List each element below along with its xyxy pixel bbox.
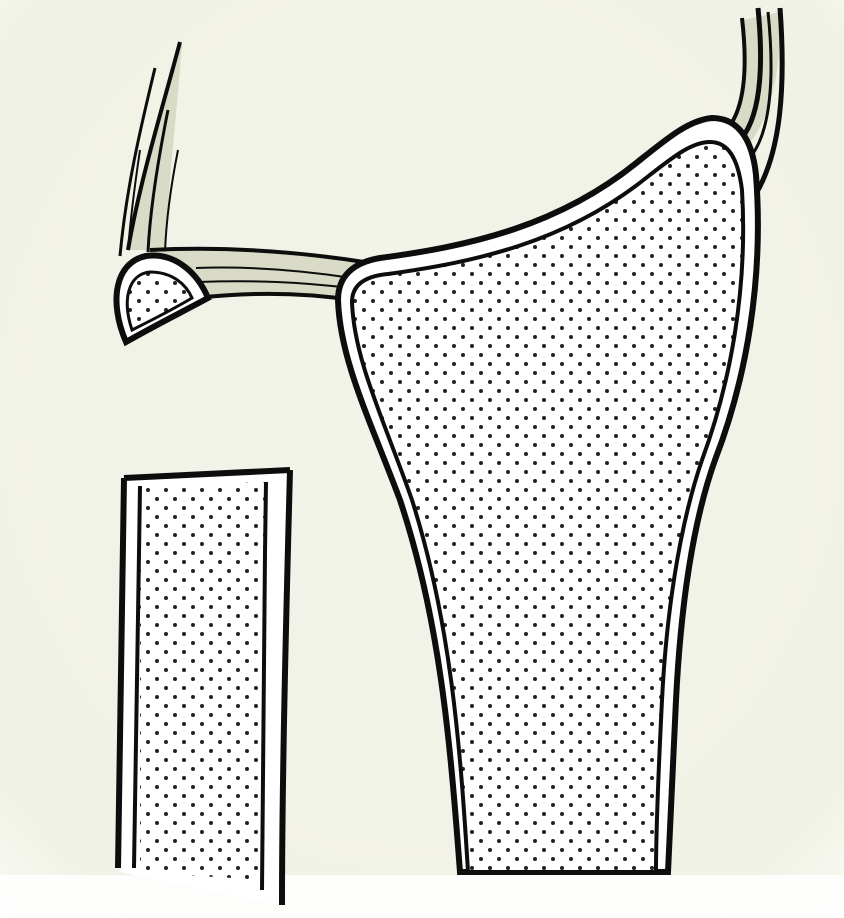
ulna-bone	[118, 470, 290, 905]
bottom-fade	[0, 875, 844, 918]
